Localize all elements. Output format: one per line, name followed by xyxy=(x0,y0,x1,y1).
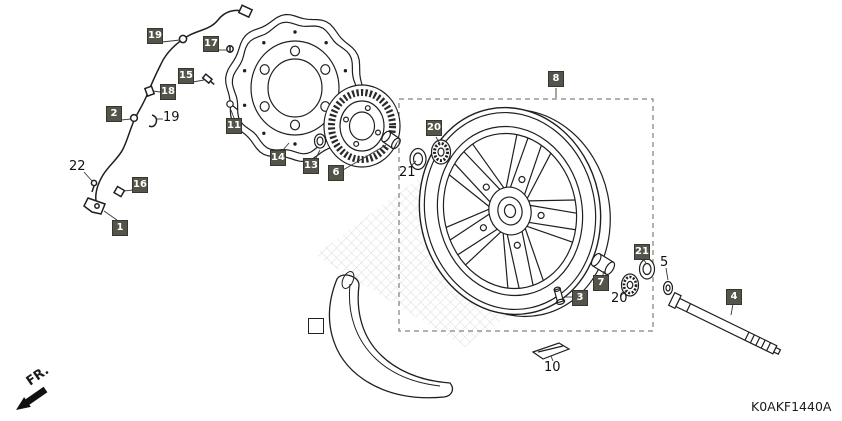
valve-3 xyxy=(553,286,566,305)
callout-1[interactable]: 1 xyxy=(112,220,128,236)
callout-15[interactable]: 15 xyxy=(178,68,194,84)
callout-20-a[interactable]: 20 xyxy=(426,120,442,136)
callout-19-a[interactable]: 19 xyxy=(147,28,163,44)
callout-11[interactable]: 11 xyxy=(226,118,242,134)
clip-18 xyxy=(143,85,156,98)
callout-19-b[interactable]: 19 xyxy=(163,110,180,125)
callout-7[interactable]: 7 xyxy=(593,275,609,291)
distance-collar-7 xyxy=(590,252,616,276)
assembly-dashed-box xyxy=(398,98,654,332)
speed-sensor-wire xyxy=(83,4,254,215)
bolt-15 xyxy=(201,73,215,85)
callout-21-b[interactable]: 21 xyxy=(634,244,650,260)
clamp-16 xyxy=(113,185,126,198)
empty-callout-box[interactable] xyxy=(308,318,324,334)
callout-5[interactable]: 5 xyxy=(660,255,669,270)
front-axle-4 xyxy=(667,291,782,356)
dust-seal-21-left xyxy=(409,147,427,171)
leader-lines xyxy=(83,39,734,362)
clip-2 xyxy=(129,113,139,123)
callout-2[interactable]: 2 xyxy=(106,106,122,122)
front-wheel-8 xyxy=(418,106,611,318)
ring-13 xyxy=(313,133,327,149)
callout-18[interactable]: 18 xyxy=(160,84,176,100)
wire-clip-19a xyxy=(178,34,188,44)
right-small-parts xyxy=(531,252,674,360)
wire-clip-19b xyxy=(148,114,158,128)
pulser-ring xyxy=(323,84,401,168)
fr-arrow-icon xyxy=(16,386,48,410)
callout-3[interactable]: 3 xyxy=(572,290,588,306)
left-small-parts xyxy=(226,100,452,171)
fr-direction-label: FR. xyxy=(24,363,52,389)
callout-20-b[interactable]: 20 xyxy=(611,291,628,306)
wire-connector xyxy=(237,4,254,19)
callout-14[interactable]: 14 xyxy=(270,150,286,166)
fender-section xyxy=(328,271,454,399)
callout-21-a[interactable]: 21 xyxy=(399,165,416,180)
bolt-22 xyxy=(90,179,98,187)
callout-13[interactable]: 13 xyxy=(303,158,319,174)
diagram-code: K0AKF1440A xyxy=(751,399,832,414)
dust-seal-21-right xyxy=(638,258,656,280)
callout-10[interactable]: 10 xyxy=(544,360,561,375)
callout-16[interactable]: 16 xyxy=(132,177,148,193)
callout-17[interactable]: 17 xyxy=(203,36,219,52)
bolt-11 xyxy=(226,100,234,108)
washer-5 xyxy=(662,280,674,296)
callout-22[interactable]: 22 xyxy=(69,159,86,174)
callout-8[interactable]: 8 xyxy=(548,71,564,87)
callout-4[interactable]: 4 xyxy=(726,289,742,305)
side-collar-6 xyxy=(381,130,401,150)
callout-6[interactable]: 6 xyxy=(328,165,344,181)
